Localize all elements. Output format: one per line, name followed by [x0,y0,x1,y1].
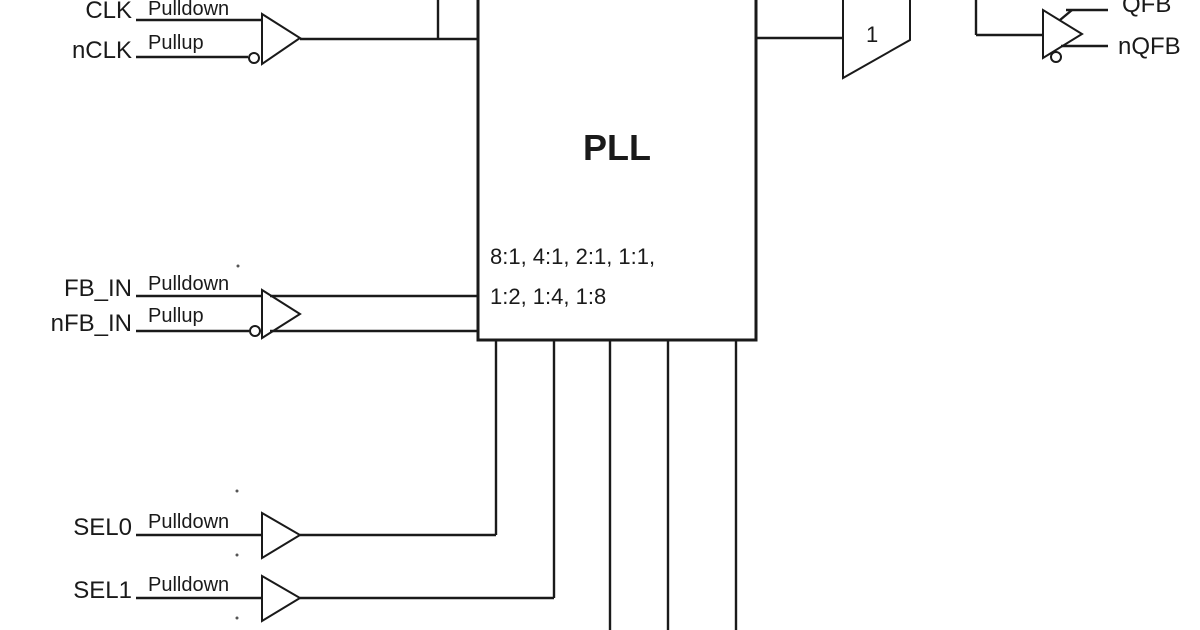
mux-input-label: 1 [866,22,878,47]
nclk-resistor-label: Pullup [148,32,204,54]
output-mux [842,0,911,80]
pll-block [476,0,758,342]
nqfb-inversion-bubble [1050,51,1062,63]
nclk-inversion-bubble [248,52,260,64]
qfb-output-group: QFB nQFB [974,0,1181,63]
nfb-in-resistor-label: Pullup [148,305,204,327]
sel0-buffer [261,511,302,560]
sel0-pin-label: SEL0 [73,514,132,541]
pll-title: PLL [583,127,651,168]
fb-junction-dot [236,264,240,268]
sel1-pin-label: SEL1 [73,577,132,604]
nclk-pin-label: nCLK [72,37,132,64]
clk-pin-label: CLK [85,0,132,24]
pll-divider-ratios-line2: 1:2, 1:4, 1:8 [490,284,606,309]
fb-in-resistor-label: Pulldown [148,273,229,295]
clk-input-group: CLK Pulldown nCLK Pullup [72,0,478,66]
nfb-in-inversion-bubble [249,325,261,337]
fb-input-group: FB_IN Pulldown nFB_IN Pullup [51,264,478,340]
sel0-dot-bottom [235,553,239,557]
qfb-pin-label: QFB [1122,0,1171,18]
sel1-dot [235,616,239,620]
sel1-buffer [261,574,302,623]
clk-resistor-label: Pulldown [148,0,229,20]
fb-in-pin-label: FB_IN [64,275,132,302]
nqfb-pin-label: nQFB [1118,33,1181,60]
fb-buffer [261,288,302,340]
qfb-output-diagonal [1059,9,1073,21]
sel1-resistor-label: Pulldown [148,574,229,596]
sel0-resistor-label: Pulldown [148,511,229,533]
nfb-in-pin-label: nFB_IN [51,310,132,337]
sel0-dot-top [235,489,239,493]
sel1-input-group: SEL1 Pulldown [73,340,556,623]
clk-buffer [261,12,302,66]
sel0-input-group: SEL0 Pulldown [73,340,498,560]
pll-divider-ratios-line1: 8:1, 4:1, 2:1, 1:1, [490,244,655,269]
